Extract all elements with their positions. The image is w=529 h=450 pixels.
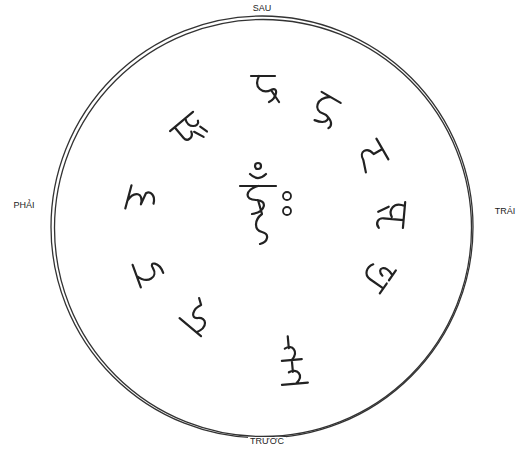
syllable-glyph xyxy=(360,257,396,294)
direction-label: PHẢI xyxy=(11,201,36,211)
circle-line xyxy=(55,20,472,437)
syllable-glyph xyxy=(180,297,219,336)
direction-label: TRÁI xyxy=(493,207,518,217)
syllable-glyph xyxy=(251,76,279,102)
direction-label: TRƯỚC xyxy=(248,437,286,447)
center-syllable xyxy=(240,163,291,244)
seed-syllables xyxy=(125,76,405,385)
syllable-glyph xyxy=(278,335,308,385)
syllable-glyph xyxy=(308,92,343,129)
direction-label: SAU xyxy=(251,4,274,14)
syllable-glyph xyxy=(133,256,166,287)
syllable-glyph xyxy=(354,139,389,173)
syllable-glyph xyxy=(125,185,156,215)
syllable-glyph xyxy=(377,200,405,230)
circle-line xyxy=(51,16,473,438)
syllable-glyph xyxy=(170,112,210,151)
outer-circle xyxy=(51,16,473,438)
